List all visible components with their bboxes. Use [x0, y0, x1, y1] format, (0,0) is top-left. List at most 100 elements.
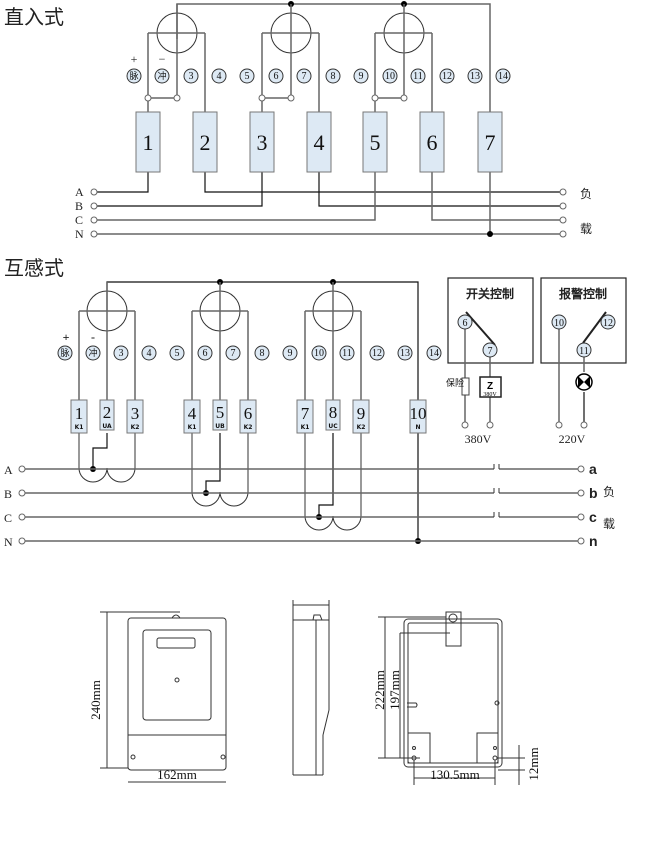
transformer-terminal[interactable]: 4 — [141, 345, 157, 361]
direct-element[interactable]: 5 — [362, 111, 388, 173]
direct-element[interactable]: 6 — [419, 111, 445, 173]
line-in-a: A — [4, 463, 13, 477]
switch-terminal[interactable]: 7 — [482, 342, 498, 358]
direct-terminal[interactable]: 3 — [183, 68, 199, 84]
svg-text:11: 11 — [413, 71, 423, 82]
svg-text:冲: 冲 — [88, 347, 97, 359]
transformer-element[interactable]: 2UA — [99, 399, 115, 431]
direct-terminal[interactable]: 4 — [211, 68, 227, 84]
load-label-1: 负 — [580, 187, 592, 201]
side-view-drawing — [292, 600, 330, 776]
transformer-terminal[interactable]: 9 — [282, 345, 298, 361]
svg-text:2: 2 — [103, 403, 112, 422]
transformer-terminal[interactable]: 7 — [225, 345, 241, 361]
direct-terminal[interactable]: 11 — [410, 68, 426, 84]
svg-text:12: 12 — [442, 71, 452, 82]
direct-terminal[interactable]: 12 — [439, 68, 455, 84]
front-height-label: 240mm — [88, 680, 103, 720]
line-out-b: b — [589, 485, 598, 501]
direct-terminal[interactable]: 13 — [467, 68, 483, 84]
line-label-c: C — [75, 213, 83, 227]
transformer-terminal[interactable]: 11 — [339, 345, 355, 361]
svg-text:K2: K2 — [244, 424, 253, 431]
switch-control-box: 开关控制 6 7 保险 Z 380V 380V — [446, 277, 534, 446]
direct-terminal[interactable]: 6 — [268, 68, 284, 84]
svg-text:UA: UA — [102, 423, 112, 430]
transformer-element[interactable]: 6K2 — [239, 399, 257, 434]
transformer-terminal[interactable]: 14 — [426, 345, 442, 361]
direct-title: 直入式 — [4, 5, 64, 29]
direct-terminal[interactable]: 10 — [382, 68, 398, 84]
direct-terminal[interactable]: 8 — [325, 68, 341, 84]
line-in-b: B — [4, 487, 12, 501]
line-label-b: B — [75, 199, 83, 213]
svg-text:5: 5 — [370, 130, 381, 155]
alarm-terminal[interactable]: 10 — [551, 314, 567, 330]
direct-element[interactable]: 1 — [135, 111, 161, 173]
svg-text:7: 7 — [485, 130, 496, 155]
direct-element[interactable]: 2 — [192, 111, 218, 173]
transformer-element[interactable]: 7K1 — [296, 399, 314, 434]
line-label-a: A — [75, 185, 84, 199]
svg-text:5: 5 — [175, 348, 180, 359]
svg-text:7: 7 — [302, 71, 307, 82]
transformer-element[interactable]: 5UB — [212, 399, 228, 431]
transformer-terminal[interactable]: 6 — [197, 345, 213, 361]
transformer-terminal[interactable]: 8 — [254, 345, 270, 361]
svg-text:K1: K1 — [75, 424, 84, 431]
svg-text:3: 3 — [119, 348, 124, 359]
svg-text:12: 12 — [603, 318, 613, 329]
svg-text:3: 3 — [257, 130, 268, 155]
switch-terminal[interactable]: 6 — [457, 314, 473, 330]
transformer-element-row: 1K1 2UA 3K2 4K1 5UB 6K2 7K1 8UC 9K2 10N — [70, 399, 427, 434]
transformer-element[interactable]: 1K1 — [70, 399, 88, 434]
direct-terminal[interactable]: 9 — [353, 68, 369, 84]
svg-text:9: 9 — [359, 71, 364, 82]
transformer-terminal[interactable]: 脉 — [57, 345, 73, 361]
front-width-label: 162mm — [157, 767, 197, 782]
load-label-3: 负 — [603, 485, 615, 499]
transformer-terminal[interactable]: 5 — [169, 345, 185, 361]
alarm-terminal[interactable]: 12 — [600, 314, 616, 330]
svg-text:10: 10 — [410, 404, 427, 423]
pulse-plus-sign-2: + — [63, 330, 70, 344]
direct-terminal[interactable]: 冲 — [154, 68, 170, 84]
direct-terminal[interactable]: 14 — [495, 68, 511, 84]
svg-text:6: 6 — [203, 348, 208, 359]
svg-text:11: 11 — [342, 348, 352, 359]
svg-text:4: 4 — [147, 348, 152, 359]
direct-element-row: 1 2 3 4 5 6 7 — [135, 111, 503, 173]
direct-terminal[interactable]: 5 — [239, 68, 255, 84]
svg-text:脉: 脉 — [129, 70, 138, 82]
transformer-element[interactable]: 4K1 — [183, 399, 201, 434]
transformer-terminal[interactable]: 13 — [397, 345, 413, 361]
line-in-n: N — [4, 535, 13, 549]
transformer-element[interactable]: 10N — [409, 399, 427, 434]
svg-text:K2: K2 — [357, 424, 366, 431]
direct-element[interactable]: 7 — [477, 111, 503, 173]
transformer-terminal[interactable]: 冲 — [85, 345, 101, 361]
direct-element[interactable]: 3 — [249, 111, 275, 173]
svg-text:1: 1 — [143, 130, 154, 155]
line-out-a: a — [589, 461, 597, 477]
svg-text:5: 5 — [245, 71, 250, 82]
svg-text:6: 6 — [244, 404, 253, 423]
alarm-control-title: 报警控制 — [559, 286, 607, 301]
transformer-element[interactable]: 8UC — [325, 399, 341, 431]
svg-text:K1: K1 — [301, 424, 310, 431]
svg-text:N: N — [415, 424, 420, 431]
svg-text:9: 9 — [357, 404, 366, 423]
transformer-terminal[interactable]: 12 — [369, 345, 385, 361]
transformer-terminal[interactable]: 10 — [311, 345, 327, 361]
transformer-element[interactable]: 9K2 — [352, 399, 370, 434]
transformer-terminal[interactable]: 3 — [113, 345, 129, 361]
svg-text:冲: 冲 — [157, 70, 166, 82]
direct-terminal[interactable]: 脉 — [126, 68, 142, 84]
transformer-element[interactable]: 3K2 — [126, 399, 144, 434]
svg-text:3: 3 — [189, 71, 194, 82]
direct-element[interactable]: 4 — [306, 111, 332, 173]
svg-text:380V: 380V — [483, 392, 497, 398]
direct-terminal[interactable]: 7 — [296, 68, 312, 84]
svg-text:10: 10 — [554, 318, 564, 329]
alarm-terminal[interactable]: 11 — [576, 342, 592, 358]
